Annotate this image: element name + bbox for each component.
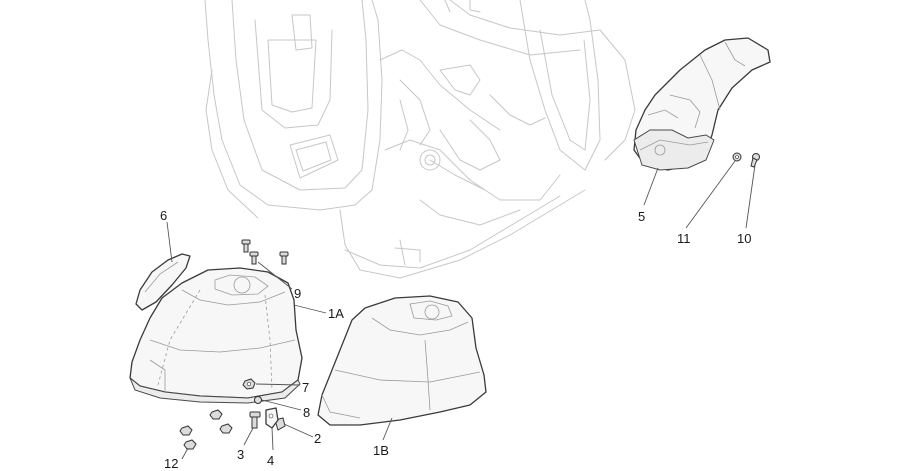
callout-4: 4: [267, 453, 274, 468]
callout-3: 3: [237, 447, 244, 462]
callout-5: 5: [638, 209, 645, 224]
callout-9: 9: [294, 286, 301, 301]
rear-mudguard-assembly: [633, 37, 771, 171]
emblem-part-6: [135, 253, 191, 311]
callout-1a: 1A: [328, 306, 344, 321]
screw-part-3: [249, 411, 261, 429]
leader-lines: [166, 160, 756, 460]
scooter-body-ghost: [204, 0, 636, 279]
bracket-part-4: [265, 407, 279, 429]
callout-2: 2: [314, 431, 321, 446]
screw-part-10: [750, 153, 760, 168]
screws-part-9: [241, 239, 289, 265]
front-mudguard-part-1b: [317, 295, 487, 426]
callout-10: 10: [737, 231, 751, 246]
callout-12: 12: [164, 456, 178, 471]
callout-8: 8: [303, 405, 310, 420]
washer-part-11: [732, 152, 742, 162]
callout-6: 6: [160, 208, 167, 223]
callout-labels: 6 9 1A 7 8 2 4 3 12 1B 5 11 10: [160, 208, 751, 471]
washer-part-8: [254, 396, 262, 404]
callout-7: 7: [302, 380, 309, 395]
grommets-part-12: [179, 409, 233, 450]
callout-1b: 1B: [373, 443, 389, 458]
callout-11: 11: [677, 231, 691, 246]
nut-part-7: [242, 378, 256, 390]
